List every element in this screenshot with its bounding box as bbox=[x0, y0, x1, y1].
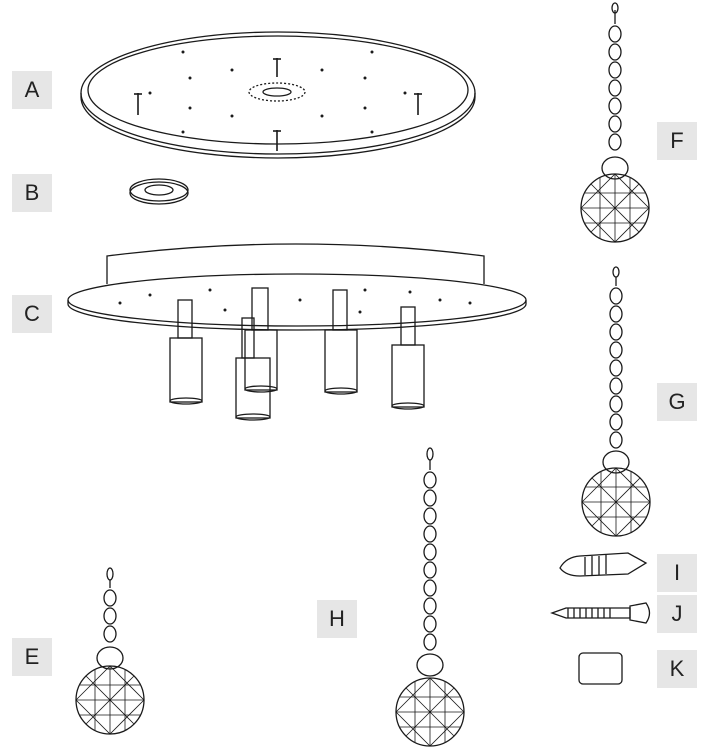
label-I: I bbox=[657, 554, 697, 592]
screw-J bbox=[550, 602, 651, 624]
screw-icon bbox=[134, 58, 422, 151]
crystal-pendant-F bbox=[580, 2, 650, 243]
label-J: J bbox=[657, 595, 697, 633]
washer-B bbox=[129, 178, 189, 205]
spacer-pad-K bbox=[578, 652, 623, 685]
crystal-pendant-H bbox=[395, 447, 465, 747]
crystal-pendant-E bbox=[75, 567, 145, 735]
lamp-socket-icon bbox=[169, 287, 425, 421]
label-F: F bbox=[657, 122, 697, 160]
crystal-pendant-G bbox=[581, 266, 651, 537]
label-C: C bbox=[12, 295, 52, 333]
label-G: G bbox=[657, 383, 697, 421]
label-K: K bbox=[657, 650, 697, 688]
label-A: A bbox=[12, 71, 52, 109]
label-B: B bbox=[12, 174, 52, 212]
label-E: E bbox=[12, 638, 52, 676]
lamp-body-C bbox=[67, 243, 527, 421]
wall-plug-I bbox=[559, 552, 648, 577]
ceiling-plate-A bbox=[80, 31, 476, 159]
label-H: H bbox=[317, 600, 357, 638]
